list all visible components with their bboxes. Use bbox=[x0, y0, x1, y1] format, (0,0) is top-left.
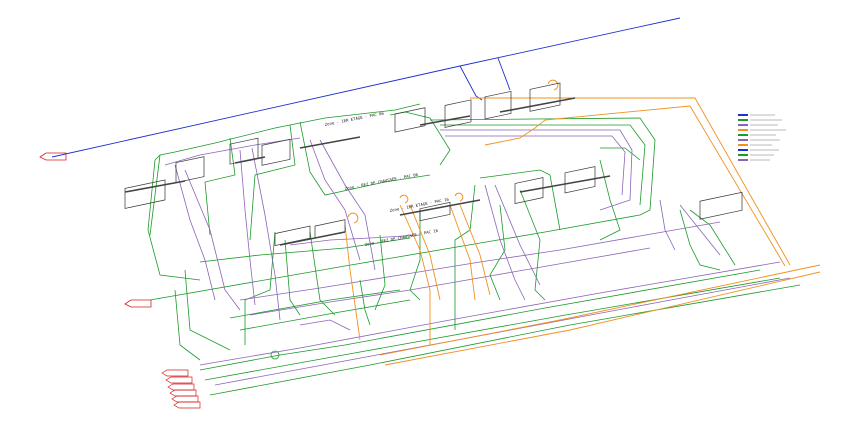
expansion-vessels bbox=[347, 79, 559, 224]
pipe-tag-arrow-icon bbox=[39, 152, 67, 161]
buffer-tank-icon bbox=[261, 138, 291, 166]
buffer-tank-icon bbox=[484, 90, 512, 120]
buffer-tank-icon bbox=[229, 137, 259, 165]
control-panel bbox=[699, 191, 743, 220]
expansion-loop-icon bbox=[399, 194, 409, 204]
circulator-pump-icon bbox=[270, 350, 280, 360]
expansion-loop-icon bbox=[547, 79, 559, 91]
zone-labels: Zone - 1ER ETAGE - PAC 06 Zone - REZ DE … bbox=[324, 110, 450, 247]
green-piping-network bbox=[147, 103, 801, 396]
buffer-tank-icon bbox=[394, 107, 426, 133]
water-supply-line bbox=[51, 17, 681, 158]
zone-label-lower: Zone - 1ER ETAGE - PAC 16 bbox=[389, 196, 450, 213]
legend bbox=[738, 114, 786, 161]
buffer-tank-icon bbox=[419, 201, 451, 222]
zone-label-upper: Zone - 1ER ETAGE - PAC 06 bbox=[324, 110, 385, 127]
header-bars bbox=[124, 97, 611, 246]
expansion-loop-icon bbox=[454, 192, 464, 202]
pipe-tag-arrow-icon bbox=[124, 299, 152, 308]
inlet-tags bbox=[39, 152, 152, 308]
buffer-tank-icon bbox=[529, 82, 561, 112]
buffer-tank-icon bbox=[124, 179, 166, 209]
expansion-loop-icon bbox=[347, 212, 359, 224]
buffer-tank-icon bbox=[175, 156, 205, 184]
equipment bbox=[124, 82, 743, 246]
buffer-tank-icon bbox=[444, 99, 472, 128]
outlet-tags-stack bbox=[161, 369, 201, 409]
orange-piping-network bbox=[344, 97, 821, 366]
zone-label-upper-lower: Zone - REZ DE CHAUSSEE - PAC 06 bbox=[344, 172, 419, 191]
buffer-tank-icon bbox=[564, 166, 596, 194]
